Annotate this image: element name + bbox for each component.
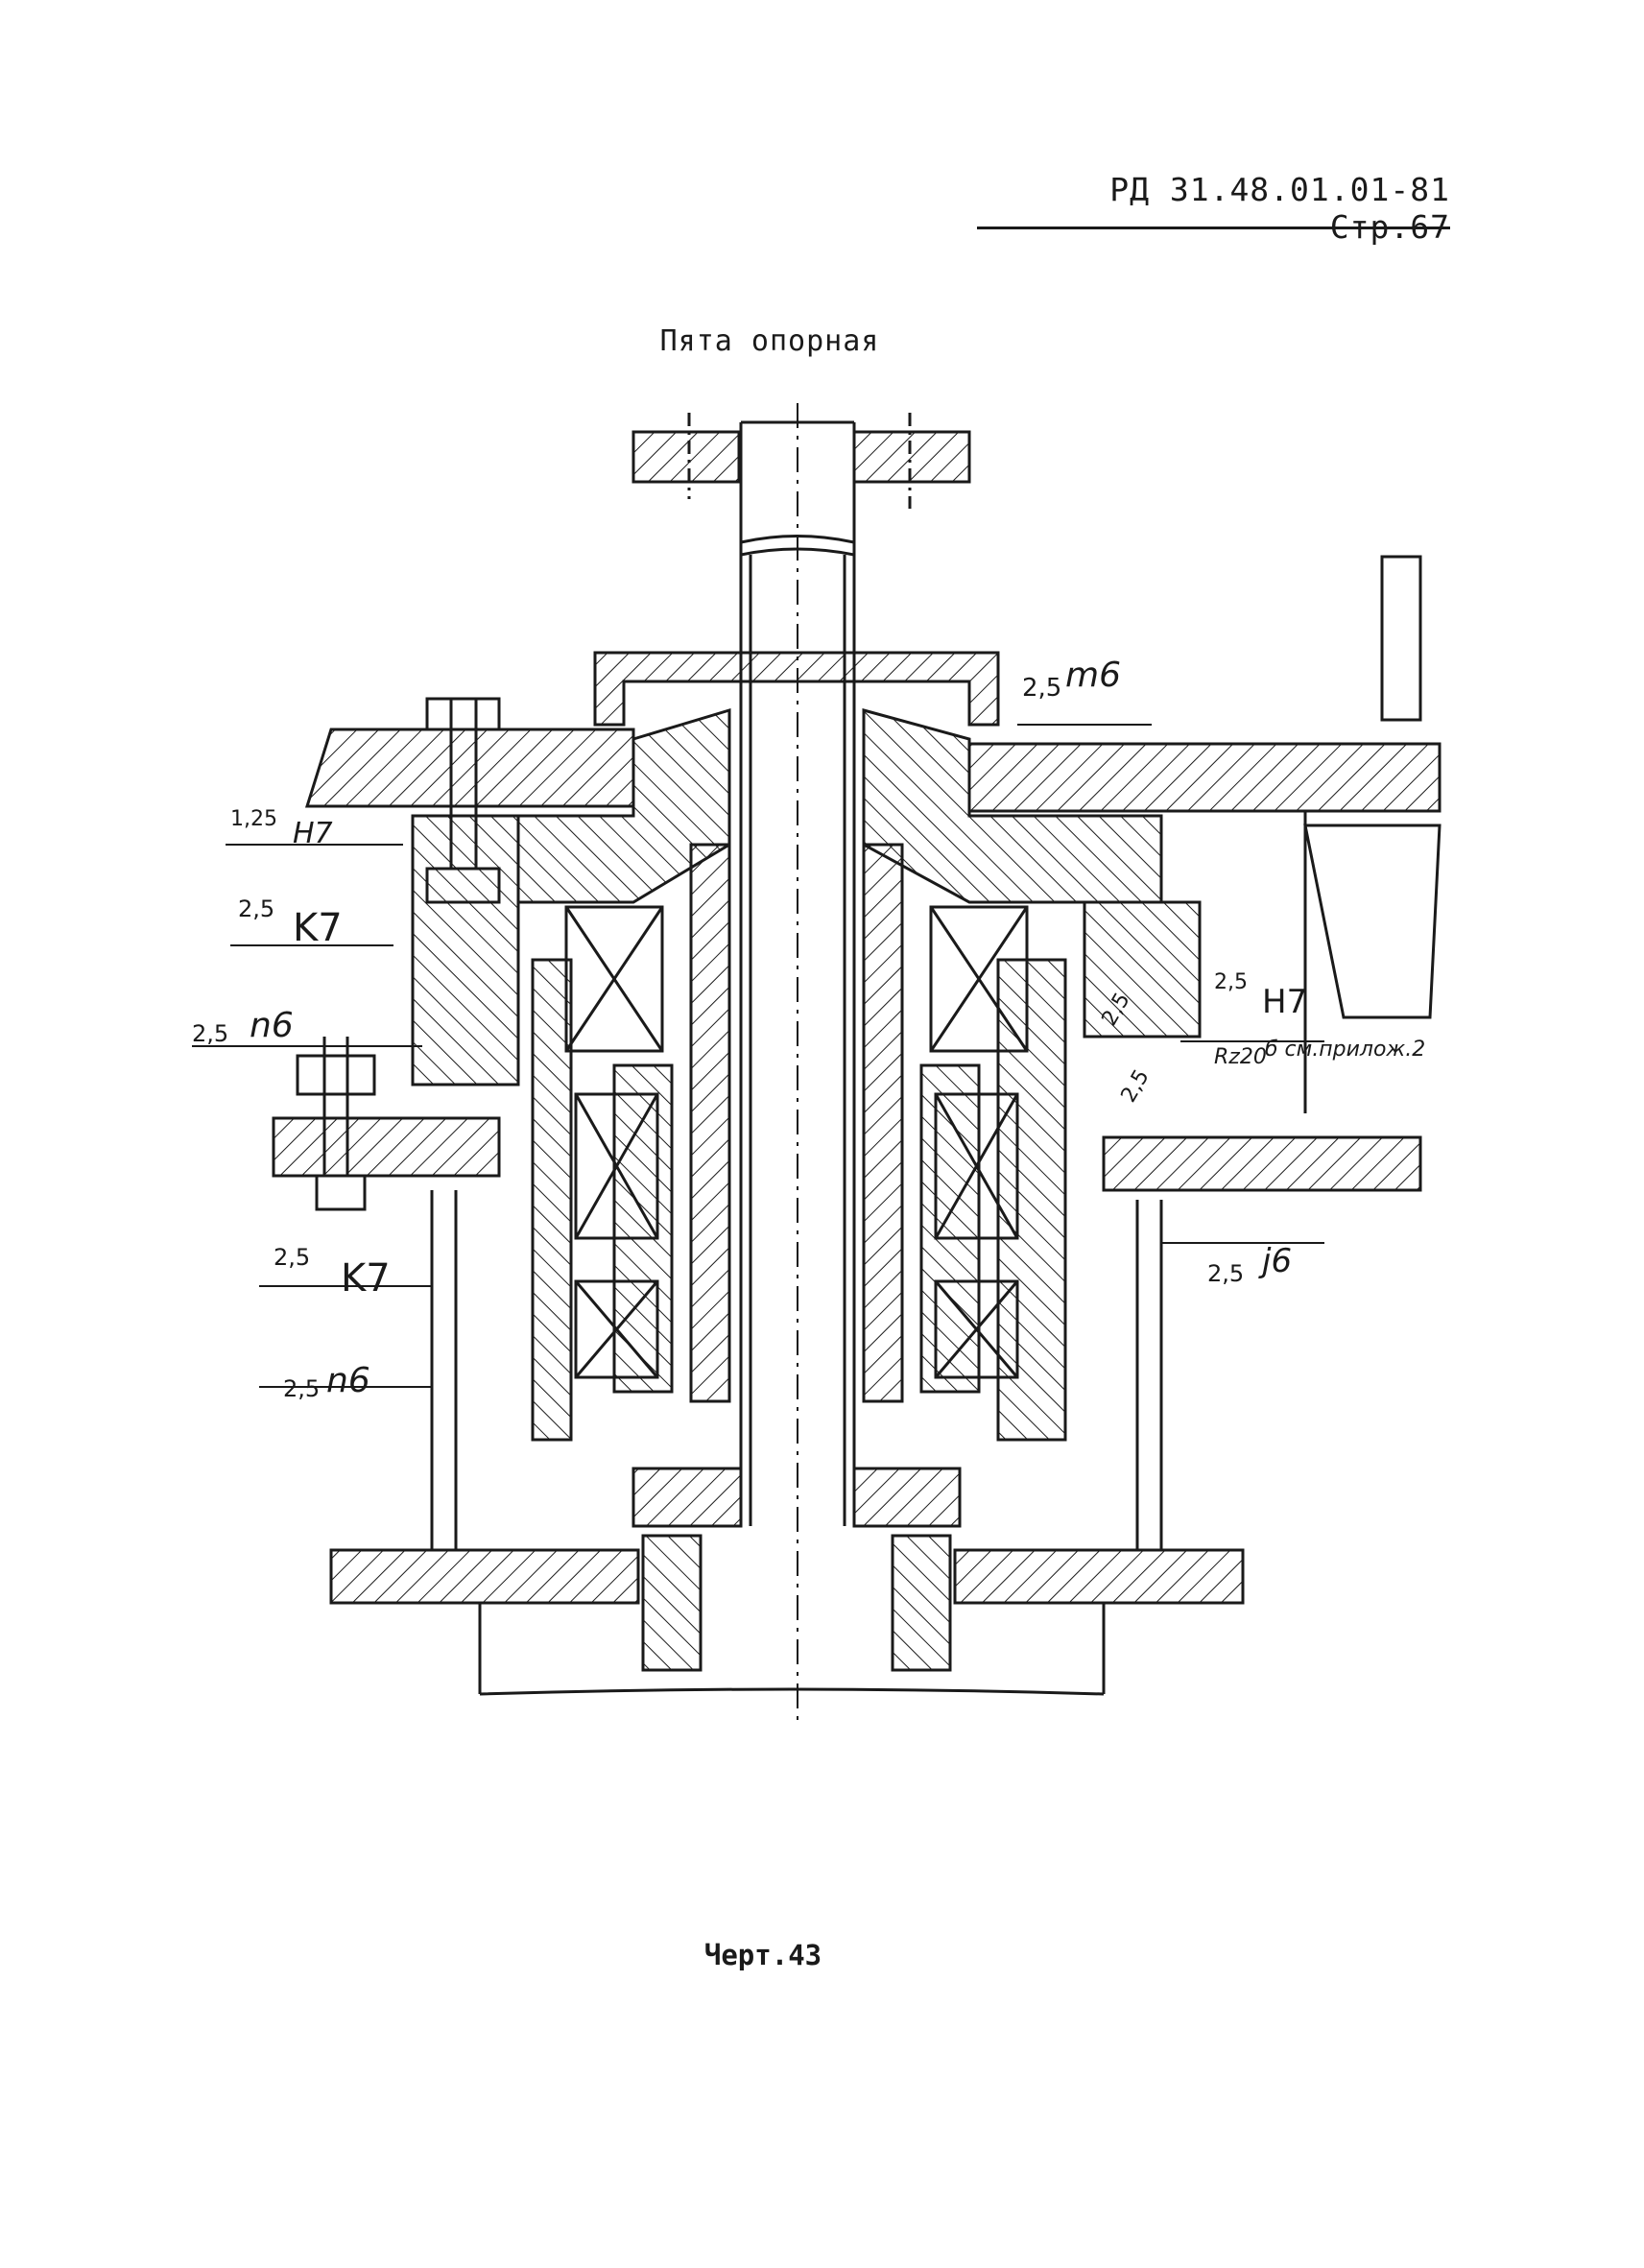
left-annotation-1: 1,25 H7 bbox=[230, 807, 333, 850]
header-underline bbox=[977, 227, 1450, 229]
svg-text:n6: n6 bbox=[326, 1361, 370, 1400]
bearing-housing bbox=[411, 707, 1202, 1086]
base-plate bbox=[329, 1534, 1245, 1696]
column-walls bbox=[430, 1190, 1163, 1550]
right-annotation-1: 2,5 m6 bbox=[1022, 656, 1121, 703]
drawing-title: Пята опорная bbox=[659, 324, 880, 358]
middle-bearing-left bbox=[574, 1092, 659, 1240]
deck-plate bbox=[304, 728, 1441, 813]
svg-text:m6: m6 bbox=[1065, 656, 1121, 695]
svg-text:Rz20: Rz20 bbox=[1214, 1045, 1267, 1069]
inner-sleeve bbox=[531, 843, 1067, 1442]
svg-text:2,5: 2,5 bbox=[1117, 1065, 1155, 1107]
central-shaft bbox=[739, 403, 856, 1728]
svg-text:K7: K7 bbox=[341, 1256, 391, 1301]
upper-bearing-left bbox=[564, 905, 664, 1053]
top-cap bbox=[593, 651, 1000, 727]
right-bracket bbox=[1303, 555, 1441, 1113]
svg-text:n6: n6 bbox=[250, 1006, 294, 1045]
svg-text:б см.прилож.2: б см.прилож.2 bbox=[1265, 1038, 1425, 1062]
lower-bearing-left bbox=[574, 1279, 659, 1379]
figure-caption: Черт.43 bbox=[703, 1939, 822, 1971]
dimension-leaders bbox=[192, 724, 1324, 1388]
right-annotation-4: 2,5 j6 bbox=[1207, 1242, 1292, 1287]
svg-text:2,5: 2,5 bbox=[1022, 674, 1061, 703]
bottom-nut bbox=[631, 1467, 962, 1528]
svg-text:H7: H7 bbox=[1262, 983, 1307, 1021]
svg-text:K7: K7 bbox=[293, 906, 343, 950]
svg-text:2,5: 2,5 bbox=[192, 1020, 228, 1047]
middle-bearing-right bbox=[934, 1092, 1019, 1240]
top-flange bbox=[631, 413, 971, 509]
svg-text:1,25: 1,25 bbox=[230, 807, 277, 831]
right-annotation-2: 2,5 H7 bbox=[1214, 970, 1307, 1021]
upper-bearing-right bbox=[929, 905, 1029, 1053]
left-annotation-2: 2,5 K7 bbox=[238, 895, 343, 950]
svg-text:2,5: 2,5 bbox=[274, 1244, 310, 1271]
left-annotation-5: 2,5 n6 bbox=[283, 1361, 370, 1402]
svg-text:2,5: 2,5 bbox=[1214, 970, 1248, 994]
lower-bolt bbox=[296, 1037, 376, 1211]
chamfer-mark-lower: 2,5 bbox=[1117, 1065, 1155, 1107]
right-annotation-3: Rz20 б см.прилож.2 bbox=[1214, 1038, 1425, 1069]
left-annotation-4: 2,5 K7 bbox=[274, 1244, 391, 1301]
svg-text:j6: j6 bbox=[1258, 1242, 1292, 1280]
svg-text:2,5: 2,5 bbox=[238, 895, 274, 922]
left-annotation-3: 2,5 n6 bbox=[192, 1006, 294, 1047]
svg-text:2,5: 2,5 bbox=[283, 1375, 320, 1402]
lower-bearing-right bbox=[934, 1279, 1019, 1379]
left-mid-flange bbox=[272, 1116, 501, 1178]
svg-text:H7: H7 bbox=[293, 817, 333, 850]
right-mid-flange bbox=[1102, 1135, 1422, 1192]
svg-text:2,5: 2,5 bbox=[1207, 1260, 1244, 1287]
